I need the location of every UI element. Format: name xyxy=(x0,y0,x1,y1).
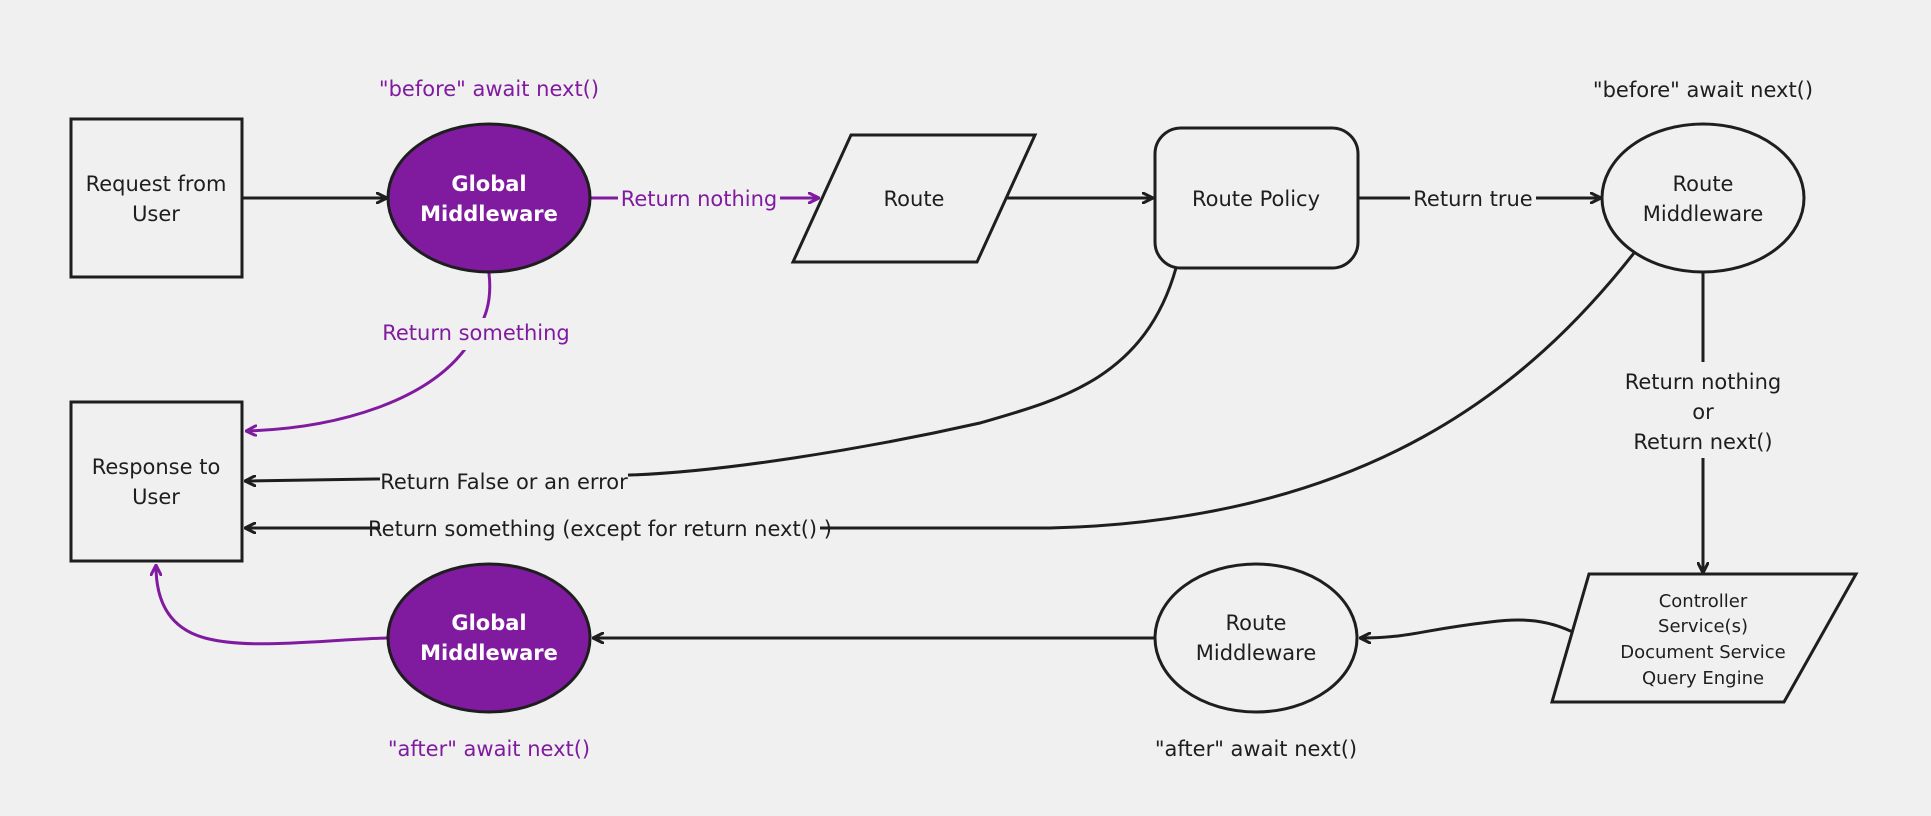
edge-label-return-false: Return False or an error xyxy=(380,470,628,494)
controller-line2: Service(s) xyxy=(1658,616,1748,637)
route-middleware-top-caption: "before" await next() xyxy=(1593,78,1813,102)
response-node: Response to User xyxy=(69,400,244,563)
request-label-line1: Request from xyxy=(86,172,227,196)
global-middleware-bottom-node: Global Middleware xyxy=(386,562,592,714)
edge-global-to-response-bottom xyxy=(156,566,388,646)
route-node: Route xyxy=(790,133,1038,264)
response-label-line1: Response to xyxy=(92,455,221,479)
edge-route-mw-to-response xyxy=(246,252,1636,528)
global-middleware-top-line1: Global xyxy=(451,172,526,196)
global-middleware-top-node: Global Middleware xyxy=(386,122,592,274)
route-middleware-bottom-line1: Route xyxy=(1226,611,1287,635)
global-middleware-bottom-line1: Global xyxy=(451,611,526,635)
global-middleware-top-line2: Middleware xyxy=(420,202,558,226)
global-middleware-bottom-line2: Middleware xyxy=(420,641,558,665)
request-node: Request from User xyxy=(69,117,244,279)
edge-label-return-true: Return true xyxy=(1413,187,1532,211)
controller-line1: Controller xyxy=(1659,591,1748,612)
request-label-line2: User xyxy=(132,202,180,226)
route-middleware-bottom-node: Route Middleware xyxy=(1153,562,1359,714)
edge-global-to-response xyxy=(247,272,492,431)
edge-policy-to-response xyxy=(246,267,1178,481)
route-middleware-bottom-caption: "after" await next() xyxy=(1155,737,1357,761)
edge-label-return-something-global: Return something xyxy=(382,321,570,345)
route-middleware-top-line1: Route xyxy=(1673,172,1734,196)
route-policy-node: Route Policy xyxy=(1153,126,1360,270)
edge-label-return-nothing-top: Return nothing xyxy=(621,187,778,211)
edge-label-return-nothing-or-line3: Return next() xyxy=(1633,430,1772,454)
route-middleware-bottom-line2: Middleware xyxy=(1196,641,1317,665)
global-middleware-bottom-caption: "after" await next() xyxy=(388,737,590,761)
controller-node: Controller Service(s) Document Service Q… xyxy=(1550,572,1859,704)
route-policy-label: Route Policy xyxy=(1192,187,1320,211)
edge-controller-to-route-mw xyxy=(1361,618,1585,638)
response-label-line2: User xyxy=(132,485,180,509)
controller-line4: Query Engine xyxy=(1642,668,1764,689)
edge-label-return-something-except: Return something (except for return next… xyxy=(368,517,832,541)
controller-line3: Document Service xyxy=(1620,642,1786,663)
route-middleware-top-line2: Middleware xyxy=(1643,202,1764,226)
global-middleware-top-caption: "before" await next() xyxy=(379,77,599,101)
edge-label-return-nothing-or-line2: or xyxy=(1692,400,1714,424)
route-label: Route xyxy=(884,187,945,211)
edge-label-return-nothing-or-line1: Return nothing xyxy=(1625,370,1782,394)
route-middleware-top-node: Route Middleware xyxy=(1600,122,1806,274)
